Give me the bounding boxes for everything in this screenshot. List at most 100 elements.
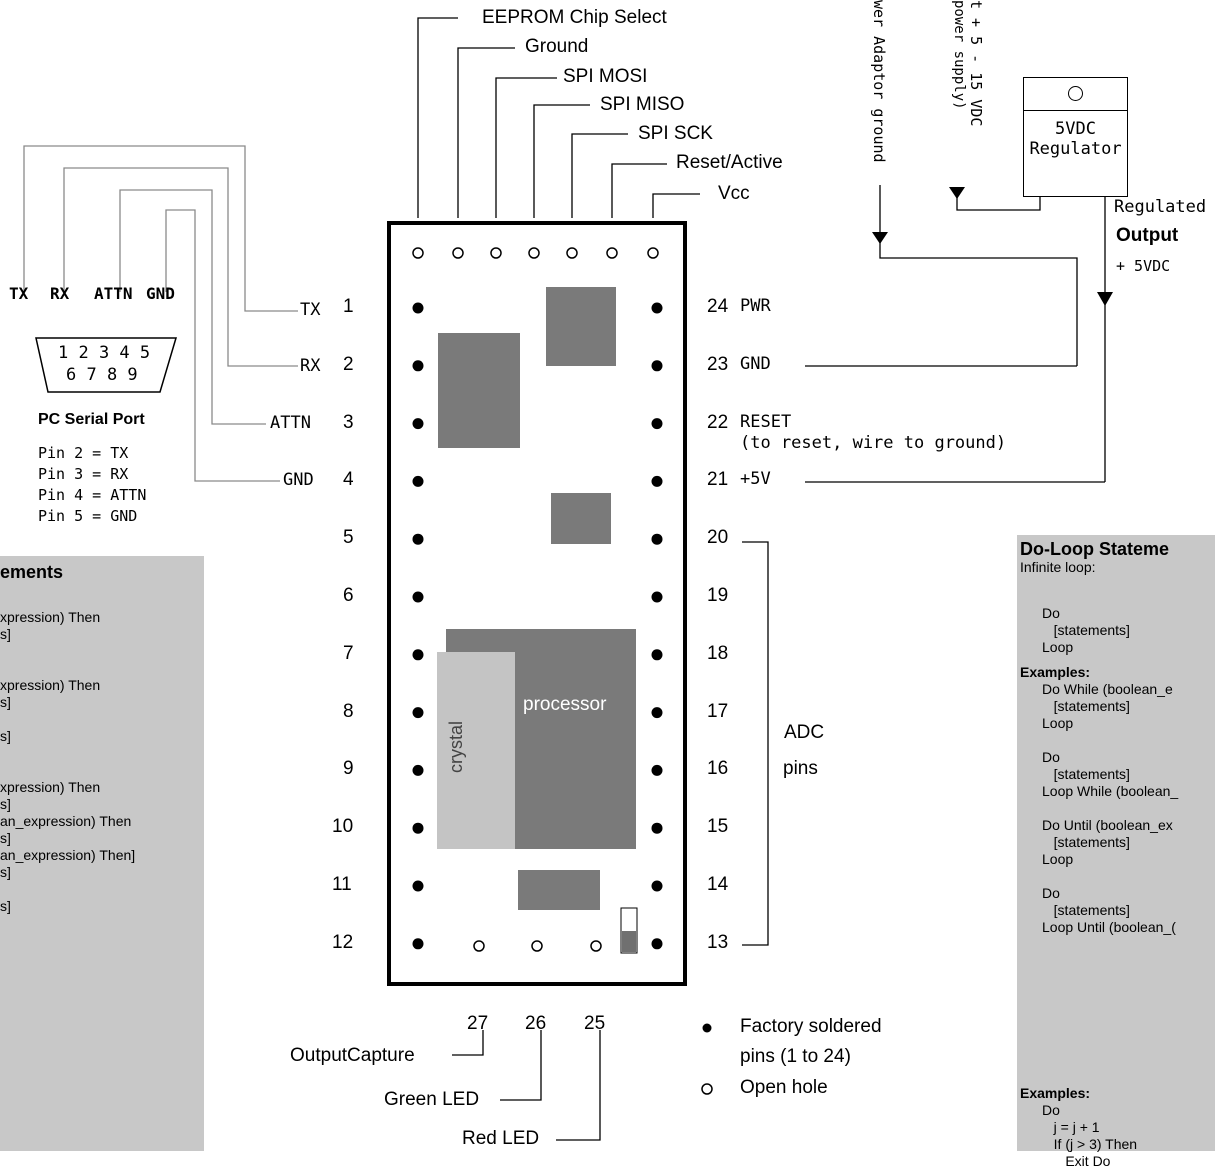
right-pin-label: GND — [740, 353, 771, 374]
top-hole-7 — [647, 247, 659, 259]
right-code-line: Exit Do — [1042, 1153, 1111, 1169]
regulator-hole-icon — [1068, 86, 1083, 101]
label-spi-sck: SPI SCK — [638, 123, 713, 144]
right-pin-number: 19 — [707, 585, 729, 606]
right-panel-subtitle: Infinite loop: — [1020, 559, 1096, 575]
label-eeprom-cs: EEPROM Chip Select — [482, 7, 667, 28]
right-code-line: Do — [1042, 605, 1060, 621]
left-pin-number: 6 — [343, 585, 354, 606]
left-pin-dot-9 — [412, 764, 424, 776]
regulator-label-1: 5VDC — [1024, 110, 1127, 139]
processor-label: processor — [523, 694, 607, 715]
top-hole-5 — [566, 247, 578, 259]
left-code-panel: ements xpression) Then s] xpression) Then… — [0, 556, 204, 1151]
right-code-line: Do While (boolean_e — [1042, 681, 1173, 697]
right-pin-dot-14 — [651, 880, 663, 892]
left-code-line: an_expression) Then] — [0, 847, 136, 863]
signal-gnd: GND — [283, 470, 314, 490]
right-pin-number: 20 — [707, 527, 729, 549]
left-code-line: s] — [0, 830, 11, 846]
top-hole-2 — [452, 247, 464, 259]
right-pin-number: 13 — [707, 931, 729, 953]
left-pin-number: 3 — [343, 411, 354, 433]
adc-label-1: ADC — [784, 722, 825, 743]
left-pin-dot-12 — [412, 938, 424, 950]
adaptor-ground-label: wer Adaptor ground — [870, 0, 888, 163]
left-pin-dot-7 — [412, 649, 424, 661]
right-pin-number: 15 — [707, 816, 729, 838]
left-pin-dot-4 — [412, 475, 424, 487]
signal-tx: TX — [300, 300, 321, 320]
crystal-label: crystal — [446, 720, 466, 773]
pin-26: 26 — [525, 1013, 547, 1034]
left-pin-dot-6 — [412, 591, 424, 603]
label-output-capture: OutputCapture — [290, 1045, 415, 1066]
right-pin-dot-20 — [651, 533, 663, 545]
left-pin-number: 12 — [332, 931, 354, 953]
right-pin-dot-22 — [651, 418, 663, 430]
serial-pin-map-3: Pin 4 = ATTN — [38, 486, 147, 504]
right-panel-examples-1: Examples: — [1020, 664, 1091, 680]
serial-pin-map-4: Pin 5 = GND — [38, 507, 138, 525]
right-panel-title: Do-Loop Stateme — [1020, 539, 1170, 559]
left-code-line: xpression) Then — [0, 677, 101, 693]
left-code-line: s] — [0, 728, 11, 744]
right-pin-number: 23 — [707, 353, 729, 375]
label-green-led: Green LED — [384, 1089, 480, 1110]
right-pin-dot-24 — [651, 302, 663, 314]
bottom-hole-1 — [473, 940, 485, 952]
db9-row-top: 1 2 3 4 5 — [58, 343, 151, 363]
left-pin-dot-1 — [412, 302, 424, 314]
right-code-line: [statements] — [1042, 902, 1130, 918]
left-pin-number: 5 — [343, 527, 354, 549]
left-pin-number: 11 — [332, 874, 352, 895]
label-reset-active: Reset/Active — [676, 152, 783, 173]
right-pin-number: 24 — [707, 296, 729, 317]
pin-27: 27 — [467, 1013, 489, 1034]
left-pin-number: 8 — [343, 700, 354, 722]
right-pin-number: 17 — [707, 700, 729, 722]
label-red-led: Red LED — [462, 1128, 540, 1149]
right-code-line: j = j + 1 — [1042, 1119, 1100, 1135]
right-pin-dot-21 — [651, 475, 663, 487]
right-pin-number: 16 — [707, 758, 729, 780]
left-pin-number: 2 — [343, 353, 354, 375]
left-pin-number: 10 — [332, 816, 354, 838]
supply-line-2: power supply) — [951, 0, 967, 110]
right-code-line: [statements] — [1042, 766, 1130, 782]
serial-pin-map-2: Pin 3 = RX — [38, 465, 129, 483]
left-code-line: s] — [0, 898, 11, 914]
adc-label-2: pins — [783, 758, 818, 779]
right-code-line: [statements] — [1042, 834, 1130, 850]
top-hole-6 — [606, 247, 618, 259]
regulator-box: 5VDC Regulator — [1023, 77, 1128, 197]
left-pin-dot-5 — [412, 533, 424, 545]
legend-soldered-2: pins (1 to 24) — [740, 1046, 851, 1067]
right-pin-label: RESET — [740, 411, 792, 432]
left-code-line: xpression) Then — [0, 779, 101, 795]
bottom-hole-3 — [590, 940, 602, 952]
reset-note: (to reset, wire to ground) — [740, 433, 1007, 453]
db9-row-bottom: 6 7 8 9 — [66, 365, 138, 385]
top-hole-4 — [528, 247, 540, 259]
label-spi-mosi: SPI MOSI — [563, 66, 648, 87]
signal-attn: ATTN — [270, 413, 311, 433]
right-code-line: Loop — [1042, 851, 1074, 867]
left-pin-number: 7 — [343, 642, 354, 664]
right-code-line: Do Until (boolean_ex — [1042, 817, 1173, 833]
right-code-line: Do — [1042, 885, 1060, 901]
left-pin-number: 1 — [343, 296, 354, 317]
right-pin-dot-16 — [651, 764, 663, 776]
right-pin-number: 18 — [707, 642, 729, 664]
right-code-line: If (j > 3) Then — [1042, 1136, 1138, 1152]
left-panel-title: ements — [0, 562, 64, 582]
left-code-line: s] — [0, 626, 11, 642]
right-code-line: Do — [1042, 749, 1060, 765]
right-pin-label: +5V — [740, 469, 771, 490]
right-pin-number: 22 — [707, 411, 729, 433]
right-pin-dot-15 — [651, 822, 663, 834]
right-code-panel: Do-Loop Stateme Infinite loop: Do [state… — [1017, 535, 1215, 1169]
top-hole-3 — [490, 247, 502, 259]
left-pin-dot-10 — [412, 822, 424, 834]
